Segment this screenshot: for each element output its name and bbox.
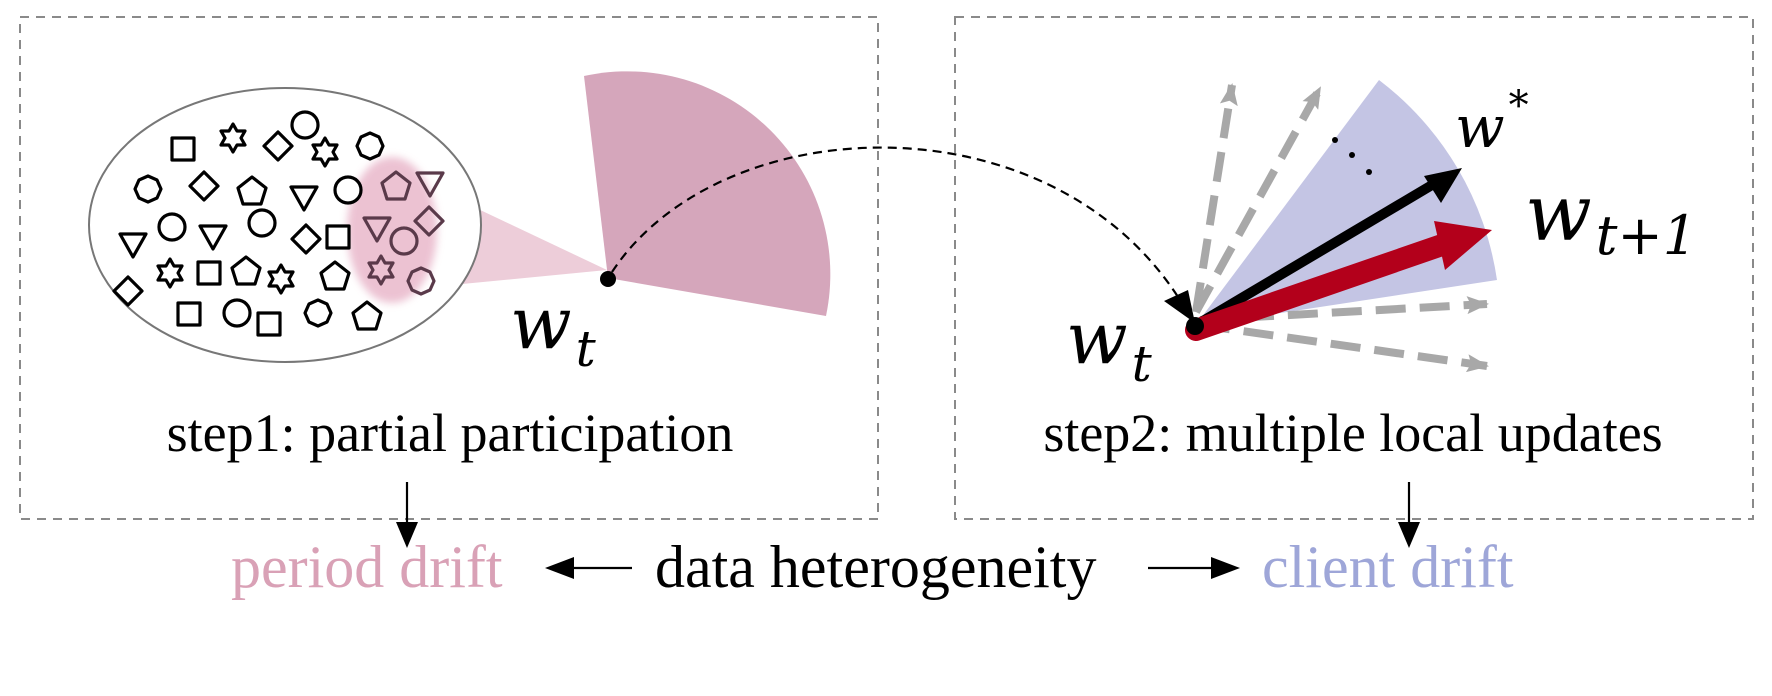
data-heterogeneity-label: data heterogeneity [655,534,1096,600]
bottom-row: period drift data heterogeneity client d… [231,482,1514,600]
pentagon-icon [230,255,262,286]
star-icon [311,136,339,168]
sampling-sector [584,71,831,316]
arrowhead-icon [545,557,574,579]
ellipsis-dots [1332,137,1372,175]
square-icon [256,311,282,337]
triangle-icon [118,232,148,259]
arrowhead-icon [396,522,418,548]
circle-icon [157,212,187,242]
global-update-arrow [1185,234,1453,341]
circle-icon [247,208,277,238]
w-t-point [600,271,616,287]
step1-caption: step1: partial participation [167,403,734,463]
w-t-label: wt [510,281,597,378]
octagon-icon [133,174,163,204]
square-icon [196,260,222,286]
arrowhead-icon [1398,522,1420,548]
octagon-icon [303,298,333,328]
diamond-icon [188,170,220,202]
panel-step1: wt step1: partial participation [19,16,879,520]
square-icon [176,301,202,327]
arrowhead-icon [1434,221,1492,270]
star-icon [156,257,184,289]
diamond-icon [413,205,445,237]
w-star-label: w* [1455,83,1529,161]
arrowhead-icon [1211,557,1240,579]
square-icon [170,136,196,162]
diamond-icon [290,223,322,255]
panel-step1-frame [19,16,879,520]
octagon-icon [355,131,385,161]
sampled-client-shapes [362,170,445,296]
triangle-icon [289,185,319,212]
diamond-icon [262,130,294,162]
star-icon [219,122,247,154]
circle-icon [333,175,363,205]
pentagon-icon [351,300,383,331]
optimal-direction-arrow [1193,180,1435,330]
octagon-icon [406,266,436,296]
star-icon [267,263,295,295]
arrowhead-icon [1164,290,1195,323]
client-shapes [112,110,385,337]
pentagon-icon [380,170,412,201]
local-update-arrow [1192,83,1238,313]
triangle-icon [415,171,445,198]
square-icon [325,224,351,250]
circle-icon [290,110,320,140]
panel-step2: w* wt+1 wt step2: multiple local updates [954,16,1754,520]
circle-icon [389,226,419,256]
arrowhead-icon [1424,168,1462,203]
transition-arc [611,146,1181,301]
pentagon-icon [236,175,268,206]
step2-caption: step2: multiple local updates [1043,403,1662,463]
period-drift-label: period drift [231,534,503,600]
panel-step2-frame [954,16,1754,520]
client-drift-label: client drift [1262,534,1514,600]
w-t-point [1186,317,1204,335]
star-icon [367,254,395,286]
triangle-icon [198,224,228,251]
circle-icon [222,298,252,328]
w-next-label: wt+1 [1525,169,1697,267]
diamond-icon [112,275,144,307]
triangle-icon [362,216,392,243]
w-t-label: wt [1066,296,1153,393]
local-update-arrow [1199,321,1489,373]
update-sector [1195,80,1497,326]
pentagon-icon [319,260,351,291]
